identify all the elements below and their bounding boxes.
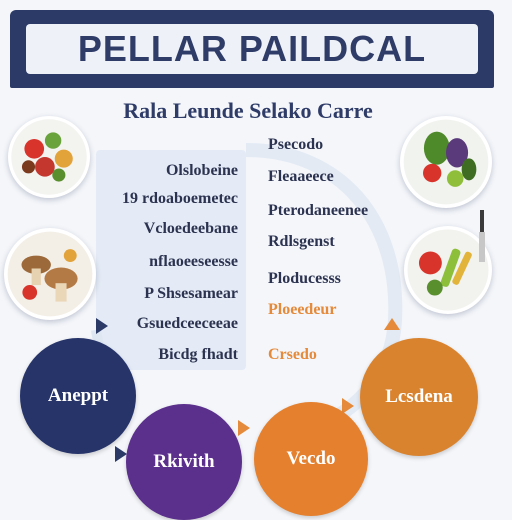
right-list-item: Psecodo	[268, 136, 324, 153]
right-list-item-highlight: Ploeedeur	[268, 301, 337, 318]
header-banner: PELLAR PAILDCAL	[10, 10, 494, 88]
right-list-item-highlight: Crsedo	[268, 346, 317, 363]
left-list-item: 19 rdoaboemetec	[122, 190, 238, 207]
bubble-rkivith: Rkivith	[126, 404, 242, 520]
knife-icon	[479, 210, 485, 262]
left-panel-background	[96, 150, 246, 370]
salad-bowl-icon	[8, 116, 90, 198]
left-list-item: Bicdg fhadt	[158, 346, 238, 363]
left-list-item: nflaoeeseesse	[149, 253, 238, 270]
right-list-item: Rdlsgenst	[268, 233, 335, 250]
left-list-item: Gsuedceeceeae	[136, 315, 238, 332]
arrow-right-icon	[96, 318, 108, 334]
right-list-item: Fleaaeece	[268, 168, 334, 185]
subtitle: Rala Leunde Selako Carre	[123, 98, 373, 123]
arrow-down-icon	[115, 446, 127, 462]
arrow-curve-icon	[342, 398, 354, 414]
header-title-box: PELLAR PAILDCAL	[26, 24, 478, 74]
mushroom-plate-icon	[4, 228, 96, 320]
bubble-aneppt: Aneppt	[20, 338, 136, 454]
left-list-item: Vcloedeebane	[143, 220, 238, 237]
bubble-lcsdena: Lcsdena	[360, 338, 478, 456]
page-title: PELLAR PAILDCAL	[77, 28, 427, 69]
right-list-item: Ploducesss	[268, 270, 341, 287]
left-list-item: P Shsesamear	[144, 285, 238, 302]
veggie-platter-icon	[404, 226, 492, 314]
right-list-item: Pterodaneenee	[268, 202, 369, 219]
left-list-item: Olslobeine	[165, 162, 238, 179]
arrow-up-icon	[384, 318, 400, 330]
arrow-left-icon	[238, 420, 250, 436]
vegetable-plate-icon	[400, 116, 492, 208]
bubble-vecdo: Vecdo	[254, 402, 368, 516]
